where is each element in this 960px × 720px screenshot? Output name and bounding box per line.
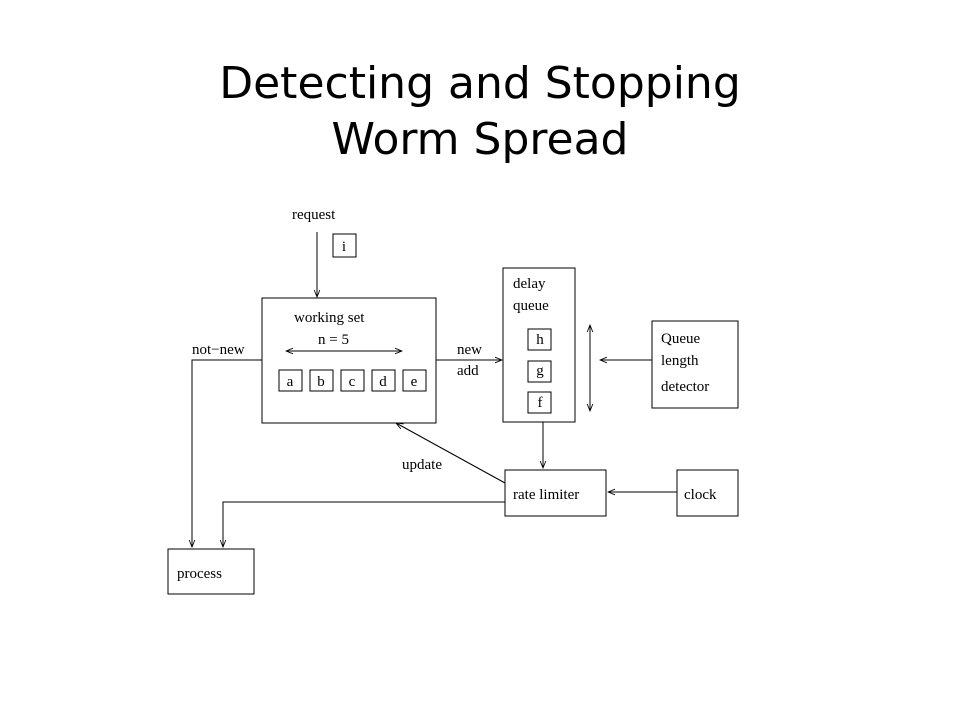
working-set-item-box — [278, 369, 303, 392]
working-set-item-label: d — [379, 374, 387, 390]
delay-queue-item-label: g — [536, 363, 544, 379]
delay-queue-label-line-1: delay — [513, 276, 546, 292]
delay-queue-label-line-2: queue — [513, 298, 549, 314]
process-label: process — [177, 566, 222, 582]
rate-limiter-label: rate limiter — [513, 487, 579, 503]
working-set-label: working set — [294, 310, 365, 326]
rate-limiter-box — [504, 469, 607, 517]
update-label: update — [402, 457, 442, 473]
update-arrow — [396, 423, 506, 484]
add-label: add — [457, 363, 479, 379]
queue-length-detector-label-line-2: length — [661, 353, 699, 369]
delay-queue-item-box — [527, 328, 552, 351]
delay-queue-item-label: h — [536, 332, 544, 348]
delay-queue-item-box — [527, 391, 552, 414]
delay-queue-box — [502, 267, 576, 423]
slide-title-line-1: Detecting and Stopping — [219, 58, 741, 109]
rate-limiter-to-process-arrow — [223, 501, 505, 547]
slide-title: Detecting and Stopping Worm Spread — [0, 56, 960, 168]
request-label: request — [292, 207, 336, 223]
working-set-item-label: c — [349, 374, 356, 390]
process-box — [167, 548, 255, 595]
slide-title-line-2: Worm Spread — [331, 114, 629, 165]
queue-length-detector-box — [651, 320, 739, 409]
working-set-item-box — [340, 369, 365, 392]
request-item-box — [332, 233, 357, 258]
working-set-item-box — [309, 369, 334, 392]
clock-box — [676, 469, 739, 517]
working-set-item-label: e — [411, 374, 418, 390]
working-set-size-label: n = 5 — [318, 332, 349, 348]
not-new-label: not−new — [192, 342, 245, 358]
working-set-item-label: a — [287, 374, 294, 390]
working-set-item-box — [402, 369, 427, 392]
not-new-arrow — [192, 359, 262, 547]
new-label: new — [457, 342, 482, 358]
delay-queue-item-label: f — [538, 395, 543, 411]
working-set-item-box — [371, 369, 396, 392]
request-item-label: i — [342, 239, 346, 255]
clock-label: clock — [684, 487, 717, 503]
queue-length-detector-label-line-3: detector — [661, 379, 709, 395]
delay-queue-item-box — [527, 360, 552, 383]
queue-length-detector-label-line-1: Queue — [661, 331, 700, 347]
working-set-item-label: b — [317, 374, 325, 390]
